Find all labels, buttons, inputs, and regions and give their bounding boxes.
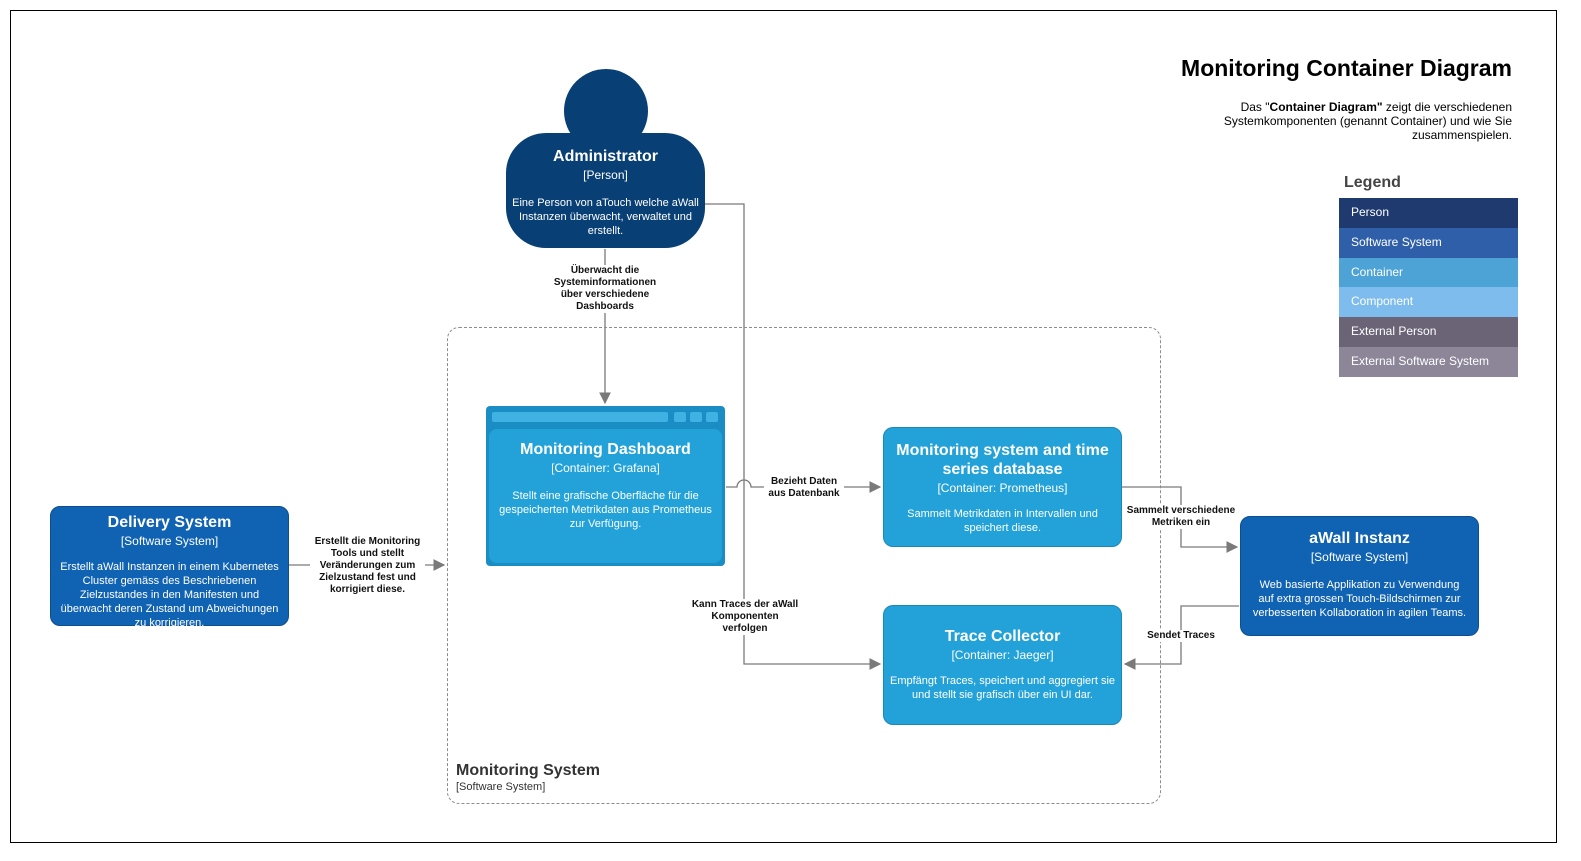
boundary-name: Monitoring System	[456, 762, 601, 779]
edge-dashboard-prometheus	[726, 479, 882, 493]
prometheus-node[interactable]: Monitoring system and time series databa…	[883, 427, 1122, 547]
node-name: Monitoring Dashboard	[520, 441, 691, 458]
edge-label-prometheus-awall: Sammelt verschiedene Metriken ein	[1124, 505, 1238, 529]
node-tech: [Person]	[583, 168, 628, 182]
edge-label-dashboard-prometheus: Bezieht Daten aus Datenbank	[764, 476, 844, 500]
dashboard-body: Monitoring Dashboard [Container: Grafana…	[489, 429, 722, 563]
diagram-description: Das "Container Diagram" zeigt die versch…	[1182, 100, 1512, 142]
trace-collector-node[interactable]: Trace Collector [Container: Jaeger] Empf…	[883, 605, 1122, 725]
node-tech: [Container: Prometheus]	[937, 481, 1068, 495]
description-suffix: zeigt die verschiedenen Systemkomponente…	[1223, 100, 1512, 142]
legend-item-external-software-system: External Software System	[1339, 346, 1518, 377]
legend-item-external-person: External Person	[1339, 317, 1518, 347]
boundary-tech: [Software System]	[456, 781, 546, 793]
legend-item-person: Person	[1339, 198, 1518, 228]
description-bold: Container Diagram"	[1269, 100, 1383, 114]
node-desc: Erstellt aWall Instanzen in einem Kubern…	[60, 561, 279, 629]
edge-label-admin-dashboard: Überwacht die Systeminformationen über v…	[550, 265, 660, 313]
node-tech: [Container: Grafana]	[551, 461, 660, 475]
window-button-icon	[706, 412, 718, 422]
legend-item-component: Component	[1339, 287, 1518, 318]
legend-title: Legend	[1344, 174, 1401, 191]
administrator-node[interactable]: Administrator [Person] Eine Person von a…	[506, 133, 705, 248]
node-desc: Sammelt Metrikdaten in Intervallen und s…	[907, 508, 1098, 534]
node-name: Administrator	[553, 148, 658, 165]
node-tech: [Software System]	[1310, 550, 1409, 564]
window-button-icon	[674, 412, 686, 422]
node-tech: [Software System]	[120, 534, 219, 548]
monitoring-system-boundary	[447, 327, 1161, 804]
delivery-system-node[interactable]: Delivery System [Software System] Erstel…	[50, 506, 289, 629]
legend: Person Software System Container Compone…	[1339, 198, 1518, 377]
edge-label-delivery-monitoring: Erstellt die Monitoring Tools und stellt…	[310, 536, 425, 596]
node-name: Trace Collector	[944, 628, 1061, 645]
edge-admin-trace	[705, 203, 882, 670]
node-name: Delivery System	[107, 514, 232, 531]
diagram-title: Monitoring Container Diagram	[1181, 55, 1512, 81]
browser-bar-icon	[492, 412, 668, 422]
legend-item-software-system: Software System	[1339, 227, 1518, 258]
node-desc: Empfängt Traces, speichert und aggregier…	[890, 675, 1116, 701]
window-button-icon	[690, 412, 702, 422]
node-name: Monitoring system and time series databa…	[896, 442, 1109, 478]
node-name: aWall Instanz	[1309, 530, 1410, 547]
description-prefix: Das "	[1240, 100, 1270, 114]
node-desc: Stellt eine grafische Oberfläche für die…	[499, 490, 712, 530]
awall-instanz-node[interactable]: aWall Instanz [Software System] Web basi…	[1240, 516, 1479, 636]
monitoring-dashboard-node[interactable]: Monitoring Dashboard [Container: Grafana…	[486, 406, 725, 566]
node-desc: Web basierte Applikation zu Verwendung a…	[1252, 579, 1467, 619]
legend-item-container: Container	[1339, 257, 1518, 288]
edge-label-admin-trace: Kann Traces der aWall Komponenten verfol…	[690, 599, 800, 635]
diagram-frame	[10, 10, 1557, 843]
node-tech: [Container: Jaeger]	[951, 648, 1054, 662]
edge-label-awall-trace: Sendet Traces	[1144, 630, 1218, 642]
node-desc: Eine Person von aTouch welche aWall Inst…	[512, 197, 699, 237]
